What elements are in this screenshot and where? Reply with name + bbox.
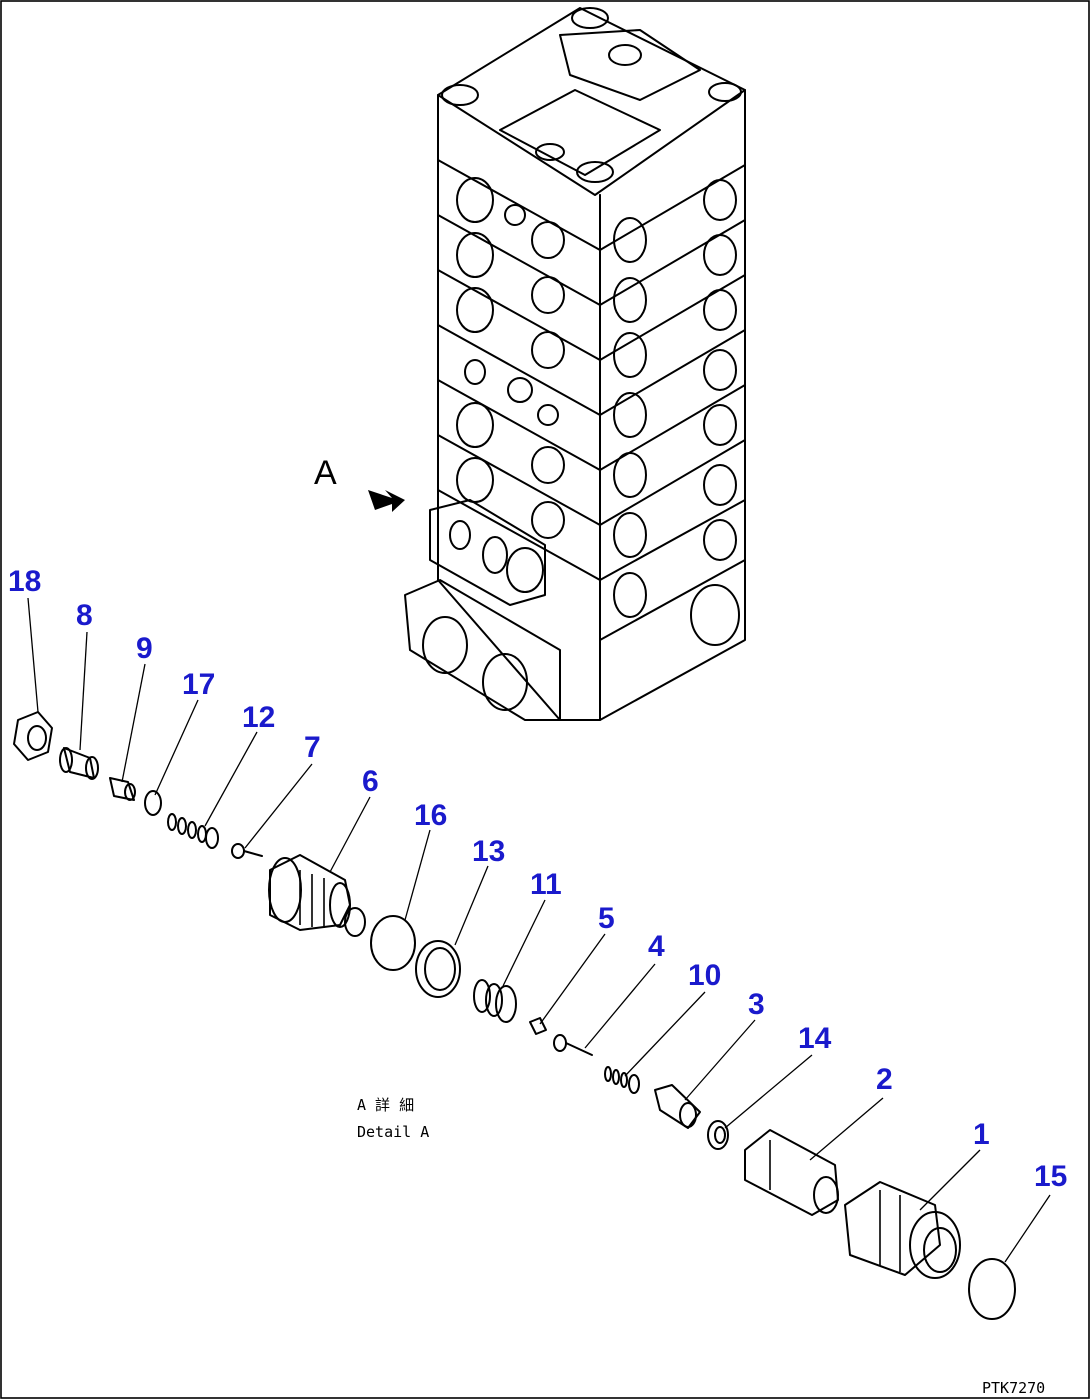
callout-16: 16	[414, 799, 447, 832]
callout-4: 4	[648, 930, 665, 963]
part-17-o-ring	[144, 790, 162, 816]
part-14-ring	[707, 1120, 729, 1150]
callout-11: 11	[530, 868, 562, 901]
callout-numbers: 18 8 9 17 12 7 6 16 13 11 5 4 10 3 14 2 …	[8, 565, 1067, 1193]
caption-jp: A 詳 細	[357, 1096, 414, 1114]
caption-en: Detail A	[357, 1123, 429, 1141]
part-7-poppet	[231, 843, 263, 859]
callout-9: 9	[136, 632, 153, 665]
part-8-plug	[59, 747, 99, 780]
view-a-arrow	[368, 490, 405, 512]
callout-3: 3	[748, 988, 765, 1021]
callout-1: 1	[973, 1118, 990, 1151]
part-1-plug	[844, 1181, 961, 1279]
leader-lines	[27, 597, 1051, 1263]
part-16-o-ring	[370, 915, 416, 971]
callout-10: 10	[688, 959, 721, 992]
callout-14: 14	[798, 1022, 832, 1055]
part-6-valve-body	[268, 854, 366, 937]
callout-13: 13	[472, 835, 505, 868]
control-valve-assembly	[404, 7, 746, 721]
part-11-spring	[473, 979, 517, 1023]
callout-17: 17	[182, 668, 215, 701]
part-10-spring	[604, 1066, 640, 1094]
callout-8: 8	[76, 599, 93, 632]
callout-6: 6	[362, 765, 379, 798]
part-3-sleeve	[654, 1084, 701, 1129]
callout-18: 18	[8, 565, 41, 598]
callout-2: 2	[876, 1063, 893, 1096]
part-12-spring	[167, 813, 219, 849]
callout-7: 7	[304, 731, 321, 764]
callout-15: 15	[1034, 1160, 1067, 1193]
drawing-code: PTK7270	[982, 1379, 1045, 1397]
part-2-valve	[744, 1129, 839, 1216]
callout-5: 5	[598, 902, 615, 935]
part-18-nut	[13, 711, 53, 761]
part-13-backup-ring	[415, 940, 461, 998]
part-15-o-ring	[968, 1258, 1016, 1320]
callout-12: 12	[242, 701, 275, 734]
part-4-pin	[553, 1034, 593, 1056]
view-a-label: A	[314, 454, 337, 492]
part-5-seat	[529, 1017, 547, 1035]
